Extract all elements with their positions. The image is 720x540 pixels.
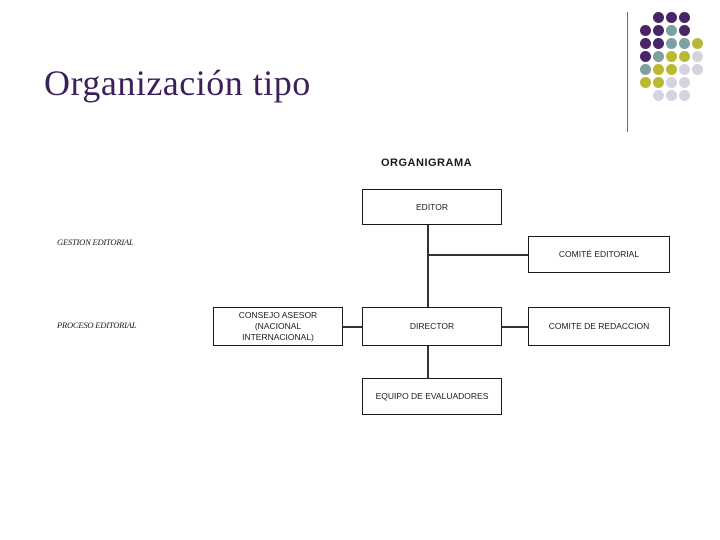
box-consejo-line3: INTERNACIONAL) <box>242 332 314 342</box>
box-director: DIRECTOR <box>362 307 502 346</box>
box-director-label: DIRECTOR <box>409 321 455 331</box>
box-editor: EDITOR <box>362 189 502 225</box>
connector-consejo-director <box>342 326 362 328</box>
decorative-dot <box>640 51 651 62</box>
decorative-dot <box>640 25 651 36</box>
box-consejo-asesor: CONSEJO ASESOR (NACIONAL INTERNACIONAL) <box>213 307 343 346</box>
box-consejo-line2: (NACIONAL <box>254 321 302 331</box>
decorative-dot <box>640 77 651 88</box>
box-comite-redaccion: COMITE DE REDACCION <box>528 307 670 346</box>
decorative-dot <box>653 38 664 49</box>
decorative-dot <box>640 64 651 75</box>
decorative-dot <box>653 12 664 23</box>
decorative-dot <box>679 25 690 36</box>
decorative-dot <box>653 64 664 75</box>
box-consejo-line1: CONSEJO ASESOR <box>238 310 318 320</box>
box-comite-redaccion-label: COMITE DE REDACCION <box>548 321 650 331</box>
box-editor-label: EDITOR <box>416 201 448 212</box>
slide-title: Organización tipo <box>44 63 311 103</box>
decorative-dot <box>653 90 664 101</box>
label-proceso-editorial: PROCESO EDITORIAL <box>57 320 137 330</box>
decorative-dot <box>692 51 703 62</box>
decorative-divider <box>627 12 628 132</box>
decorative-dot <box>666 25 677 36</box>
decorative-dot <box>666 90 677 101</box>
box-comite-editorial: COMITÉ EDITORIAL <box>528 236 670 273</box>
connector-to-comite-editorial <box>427 254 528 256</box>
decorative-dot <box>653 77 664 88</box>
decorative-dot <box>679 51 690 62</box>
decorative-dot <box>679 38 690 49</box>
decorative-dot <box>679 77 690 88</box>
decorative-dot <box>653 25 664 36</box>
decorative-dot <box>666 64 677 75</box>
decorative-dot <box>640 38 651 49</box>
decorative-dot <box>692 38 703 49</box>
box-evaluadores-label: EQUIPO DE EVALUADORES <box>375 391 489 401</box>
decorative-dot <box>679 64 690 75</box>
decorative-dot <box>666 77 677 88</box>
connector-director-comite-redaccion <box>501 326 528 328</box>
connector-editor-director <box>427 224 429 308</box>
decorative-dot <box>666 51 677 62</box>
decorative-dot <box>679 90 690 101</box>
decorative-dot <box>692 64 703 75</box>
diagram-heading: ORGANIGRAMA <box>381 157 473 169</box>
decorative-dot <box>653 51 664 62</box>
decorative-dot <box>666 38 677 49</box>
connector-director-evaluadores <box>427 345 429 378</box>
box-comite-editorial-label: COMITÉ EDITORIAL <box>558 249 640 259</box>
decorative-dot <box>666 12 677 23</box>
label-gestion-editorial: GESTION EDITORIAL <box>57 237 134 247</box>
decorative-dot <box>679 12 690 23</box>
box-equipo-evaluadores: EQUIPO DE EVALUADORES <box>362 378 502 415</box>
